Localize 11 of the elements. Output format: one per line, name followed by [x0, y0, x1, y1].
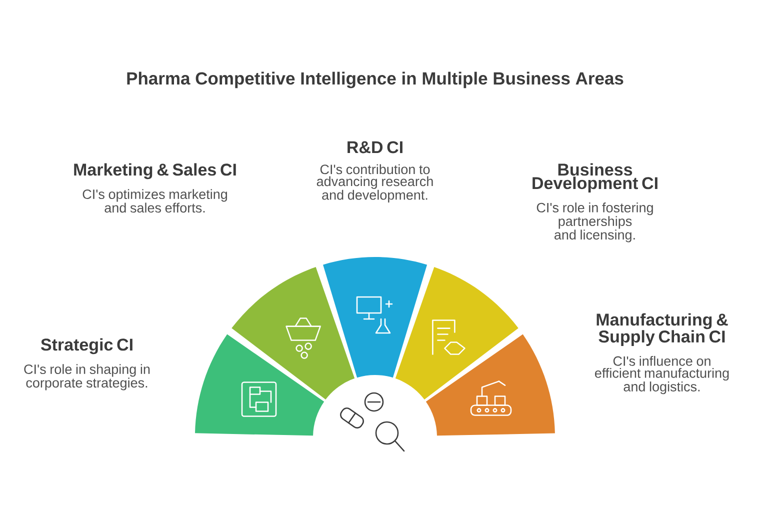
description: CI's optimizes marketing and sales efforts. — [82, 189, 227, 213]
heading: Business Development CI — [532, 163, 658, 193]
description: CI's influence on efficient manufacturing and logistics. — [595, 356, 729, 394]
heading: Strategic CI — [40, 338, 132, 354]
title: Pharma Competitive Intelligence in Multiple Business Areas — [127, 72, 624, 88]
heading: Marketing & Sales CI — [74, 163, 236, 180]
description: CI's role in shaping in corporate strategies. — [24, 364, 150, 390]
heading: R&D CI — [348, 141, 402, 154]
description: CI's role in fostering partnerships and licensing. — [536, 202, 653, 242]
description: CI's contribution to advancing research and development. — [316, 164, 433, 202]
heading: Manufacturing & Supply Chain CI — [596, 313, 728, 346]
